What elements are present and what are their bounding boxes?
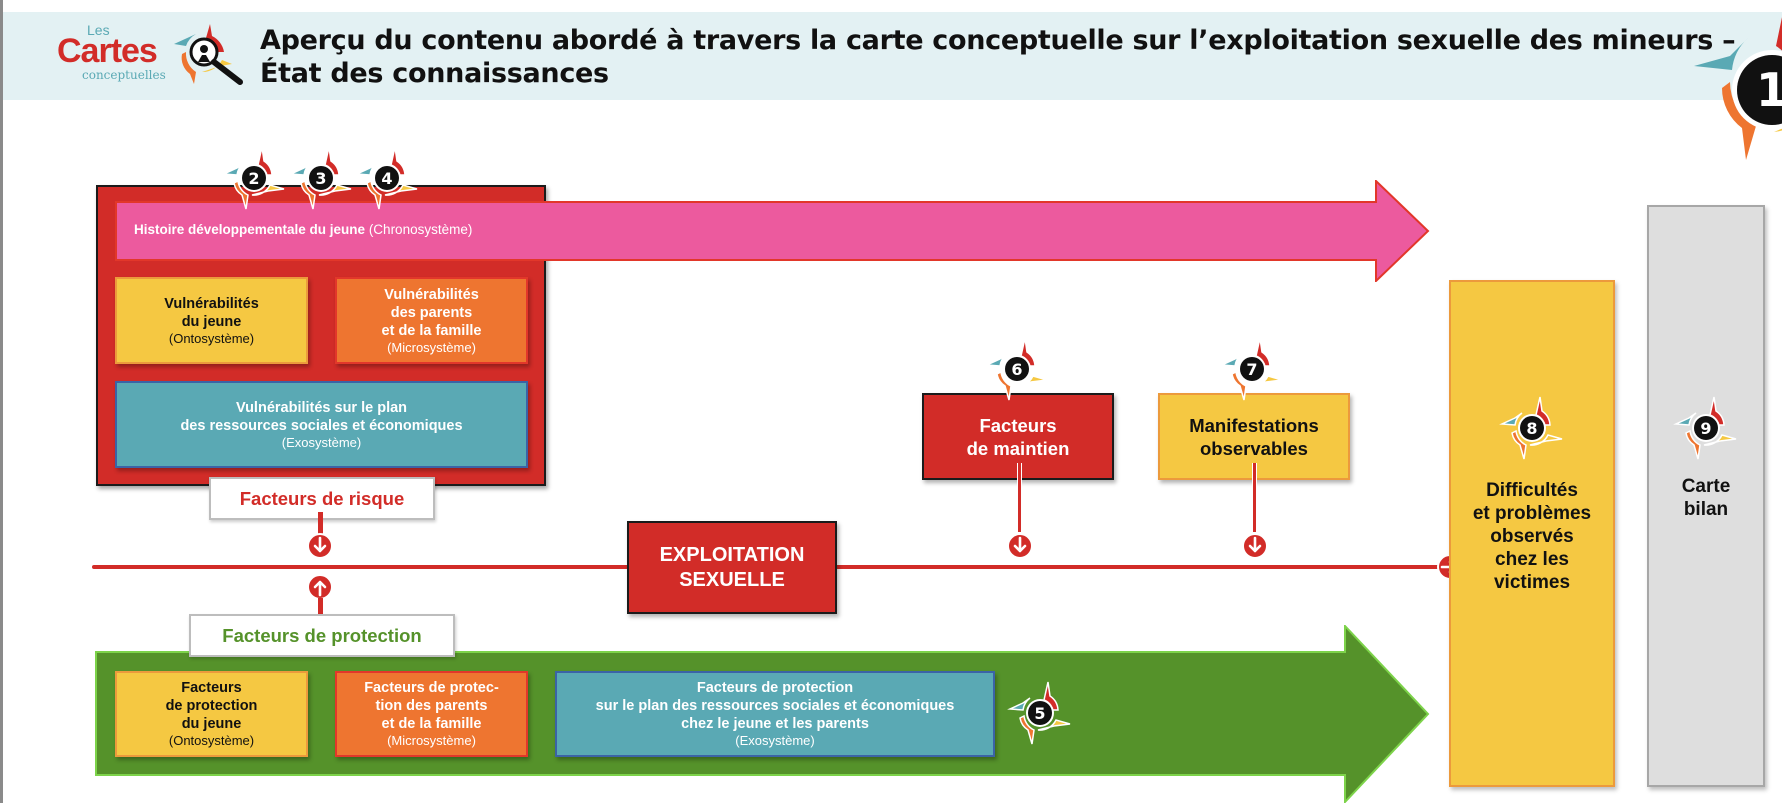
difficulties-line: et problèmes [1472,503,1592,524]
box-line: chez le jeune et les parents [681,716,869,732]
box-line: Vulnérabilités sur le plan [235,399,408,416]
box-line: des parents [390,304,473,321]
box-line: et de la famille [381,322,482,339]
parents-family-protection-box[interactable]: Facteurs de protec- tion des parents et … [335,671,528,757]
summary-line: bilan [1683,499,1729,520]
difficulties-text: Difficultés et problèmes observés chez l… [1451,479,1613,594]
summary-card-column[interactable]: Carte bilan [1647,205,1765,787]
section-9-number: 9 [1700,419,1711,438]
difficulties-line: victimes [1493,572,1571,593]
section-7-number: 7 [1246,360,1257,379]
arrow-down-circle-icon [1007,533,1033,559]
section-7-compass-icon[interactable]: 7 [1219,336,1284,402]
chronosystem-arrow [115,180,1430,282]
social-economic-protection-box[interactable]: Facteurs de protection sur le plan des r… [555,671,995,757]
section-6-number: 6 [1011,360,1022,379]
social-economic-vulnerabilities-box[interactable]: Vulnérabilités sur le plan des ressource… [115,381,528,468]
section-3-compass-icon[interactable]: 3 [288,145,353,211]
box-system: (Microsystème) [387,733,476,748]
protection-connector-line [318,598,323,620]
logo-text-cartes: Cartes [57,32,158,70]
section-4-number: 4 [381,169,392,188]
box-line: sur le plan des ressources sociales et é… [595,698,955,714]
box-line: et de la famille [381,716,482,732]
center-line-1: EXPLOITATION [659,543,805,566]
section-4-compass-icon[interactable]: 4 [354,145,419,211]
box-line: Vulnérabilités [164,295,259,312]
risk-connector-line [318,512,323,534]
box-line: Vulnérabilités [384,286,479,303]
youth-protection-box[interactable]: Facteurs de protection du jeune (Ontosys… [115,671,308,757]
exploitation-sexuelle-box[interactable]: EXPLOITATION SEXUELLE [627,521,837,614]
box-line: Facteurs de protection [696,680,854,696]
section-3-number: 3 [315,169,326,188]
section-6-compass-icon[interactable]: 6 [984,336,1049,402]
logo-text-conceptuelles: conceptuelles [82,68,166,82]
logo-text-les: Les [87,22,110,38]
section-1-compass-icon[interactable]: 1 [1690,8,1782,160]
difficulties-column[interactable]: Difficultés et problèmes observés chez l… [1449,280,1615,787]
section-8-compass-icon[interactable]: 8 [1499,395,1564,461]
maintien-connector-line [1017,463,1022,533]
summary-text: Carte bilan [1649,475,1763,521]
box-system: (Ontosystème) [168,330,255,346]
box-line: du jeune [181,313,242,330]
box-line: Facteurs [181,680,242,696]
manifestations-line-2: observables [1200,437,1308,459]
section-8-number: 8 [1526,419,1537,438]
arrow-down-circle-icon [307,533,333,559]
section-9-compass-icon[interactable]: 9 [1673,395,1738,461]
manifestations-line-1: Manifestations [1189,414,1319,436]
difficulties-line: Difficultés [1486,480,1578,501]
title-line-1: Aperçu du contenu abordé à travers la ca… [260,25,1736,56]
center-line-2: SEXUELLE [679,568,785,591]
box-system: (Ontosystème) [168,733,255,748]
box-line: des ressources sociales et économiques [180,417,463,434]
summary-line: Carte [1681,476,1731,497]
box-line: Facteurs de protec- [364,680,499,696]
youth-vulnerabilities-box[interactable]: Vulnérabilités du jeune (Ontosystème) [115,277,308,364]
arrow-up-circle-icon [307,574,333,600]
box-system: (Microsystème) [387,339,476,355]
chronosystem-label-system: (Chronosystème) [365,222,473,237]
protection-factors-label: Facteurs de protection [189,614,455,657]
maintien-line-1: Facteurs [979,414,1057,436]
risk-factors-label: Facteurs de risque [209,477,435,520]
logo[interactable]: Les Cartes conceptuelles [55,22,255,88]
page-left-edge [0,0,3,803]
magnifier-compass-icon [172,22,250,88]
box-line: de protection [165,698,258,714]
section-5-number: 5 [1034,704,1045,723]
maintien-line-2: de maintien [966,437,1070,459]
section-5-compass-icon[interactable]: 5 [1007,680,1072,746]
chronosystem-label: Histoire développementale du jeune (Chro… [134,222,472,237]
box-system: (Exosystème) [281,434,362,450]
box-line: tion des parents [375,698,488,714]
chronosystem-label-bold: Histoire développementale du jeune [134,222,366,237]
box-system: (Exosystème) [735,733,815,748]
section-1-number: 1 [1756,63,1782,117]
header-banner [3,12,1782,100]
title-line-2: État des connaissances [260,58,609,89]
page-title: Aperçu du contenu abordé à travers la ca… [260,24,1736,90]
difficulties-line: observés [1490,526,1574,547]
observable-manifestations-box[interactable]: Manifestations observables [1158,393,1350,480]
manifestations-connector-line [1252,463,1257,533]
difficulties-line: chez les [1495,549,1569,570]
parents-family-vulnerabilities-box[interactable]: Vulnérabilités des parents et de la fami… [335,277,528,364]
section-2-compass-icon[interactable]: 2 [221,145,286,211]
box-line: du jeune [181,716,242,732]
section-2-number: 2 [248,169,259,188]
arrow-down-circle-icon [1242,533,1268,559]
